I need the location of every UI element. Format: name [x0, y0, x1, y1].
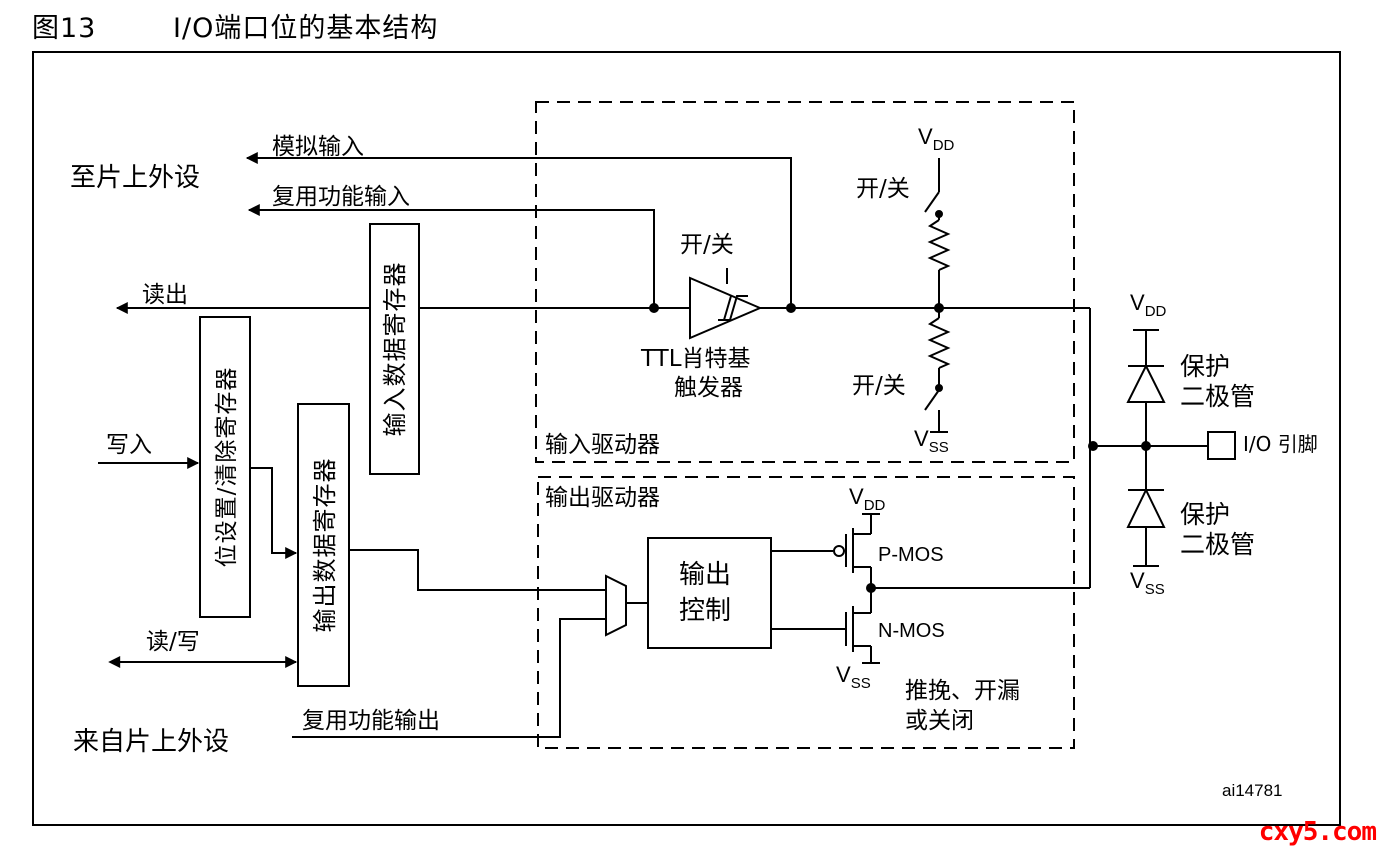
- output-driver-box: [537, 476, 1075, 749]
- protection-bottom-line2: 二极管: [1180, 530, 1255, 559]
- figure-id: ai14781: [1222, 781, 1283, 800]
- vss-diode-label: VSS: [1130, 568, 1165, 598]
- read-label: 读出: [142, 282, 188, 308]
- pullup-on-off-label: 开/关: [856, 176, 910, 202]
- figure-caption: I/O端口位的基本结构: [173, 13, 439, 44]
- output-control-label-line1: 输出: [679, 560, 731, 590]
- junction-dot: [1088, 441, 1098, 451]
- pulldown-resistor: [927, 317, 951, 369]
- output-mux: [605, 574, 627, 637]
- vdd-pullup-label: VDD: [918, 124, 955, 154]
- alt-func-output-label: 复用功能输出: [302, 708, 440, 734]
- protection-top-line2: 二极管: [1180, 382, 1255, 411]
- watermark: cxy5.com: [1258, 817, 1377, 847]
- output-driver-label: 输出驱动器: [545, 485, 660, 511]
- pullup-resistor: [927, 219, 951, 271]
- output-modes-line1: 推挽、开漏: [905, 678, 1020, 704]
- output-data-register-box: [297, 403, 350, 687]
- from-peripheral-label: 来自片上外设: [73, 727, 229, 757]
- figure-title: 图13 I/O端口位的基本结构: [32, 6, 438, 45]
- alt-func-input-label: 复用功能输入: [272, 184, 410, 210]
- output-data-register-label: 输出数据寄存器: [311, 458, 339, 633]
- vss-pulldown-label: VSS: [914, 426, 949, 456]
- to-peripheral-label: 至片上外设: [70, 163, 200, 193]
- input-data-register-label: 输入数据寄存器: [381, 262, 409, 437]
- pmos-label: P-MOS: [878, 544, 944, 566]
- write-label: 写入: [106, 432, 152, 458]
- output-modes-line2: 或关闭: [905, 708, 974, 734]
- io-pin-box: [1207, 431, 1236, 460]
- figure-number: 图13: [32, 13, 97, 44]
- junction-dot: [649, 303, 659, 313]
- protection-diode-top: [1126, 363, 1166, 403]
- analog-input-line: [245, 152, 792, 308]
- input-data-register-box: [369, 223, 420, 475]
- pmos-gate-bubble: [833, 545, 845, 557]
- junction-dot: [786, 303, 796, 313]
- schmitt-label-line2: 触发器: [674, 375, 743, 401]
- alt-func-output-line: [292, 618, 606, 738]
- pulldown-switch: [924, 389, 940, 411]
- schmitt-on-off-label: 开/关: [680, 232, 734, 258]
- pullup-switch: [924, 191, 940, 213]
- analog-input-label: 模拟输入: [272, 134, 364, 160]
- output-control-label-line2: 控制: [679, 596, 731, 626]
- schmitt-trigger: [689, 276, 763, 340]
- io-pin-label: I/O 引脚: [1243, 432, 1318, 456]
- input-driver-box: [535, 101, 1075, 463]
- vdd-diode-label: VDD: [1130, 290, 1167, 320]
- outer-frame: [32, 51, 1341, 826]
- vss-nmos-label: VSS: [836, 662, 871, 692]
- bsrr-to-odr-line: [250, 467, 298, 559]
- input-driver-label: 输入驱动器: [545, 432, 660, 458]
- output-control-box: [647, 537, 772, 649]
- bit-set-reset-register-label: 位设置/清除寄存器: [214, 367, 240, 568]
- vdd-pmos-label: VDD: [849, 484, 886, 514]
- protection-top-line1: 保护: [1180, 352, 1230, 381]
- bit-set-reset-register-box: [199, 316, 251, 618]
- alt-func-input-line: [247, 204, 655, 308]
- read-write-label: 读/写: [146, 629, 200, 655]
- schmitt-label-line1: TTL肖特基: [640, 346, 751, 372]
- odr-to-mux-line: [349, 549, 606, 591]
- pulldown-on-off-label: 开/关: [852, 373, 906, 399]
- protection-bottom-line1: 保护: [1180, 500, 1230, 529]
- nmos-label: N-MOS: [878, 620, 945, 642]
- protection-diode-bottom: [1126, 487, 1166, 528]
